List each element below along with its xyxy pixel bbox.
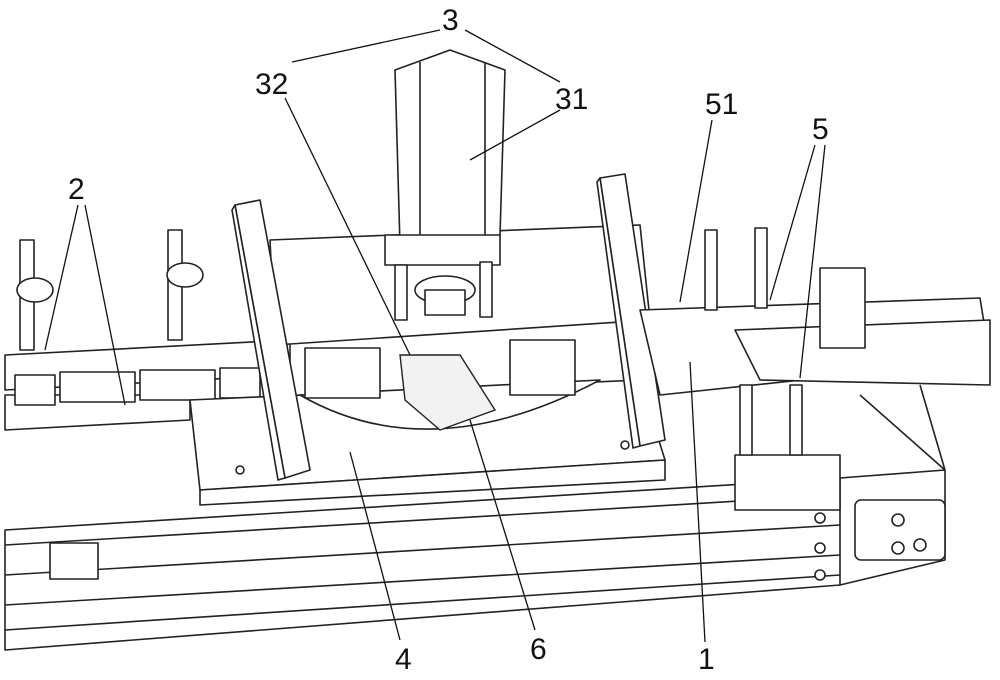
label-32: 32 [255, 70, 288, 100]
label-51: 51 [705, 90, 738, 120]
label-3: 3 [442, 6, 459, 36]
label-5: 5 [812, 115, 829, 145]
label-6: 6 [530, 635, 547, 665]
label-1: 1 [698, 645, 715, 675]
label-2: 2 [68, 175, 85, 205]
motor [385, 50, 505, 320]
label-31: 31 [555, 85, 588, 115]
label-4: 4 [395, 645, 412, 675]
right-conveyor [640, 228, 990, 510]
